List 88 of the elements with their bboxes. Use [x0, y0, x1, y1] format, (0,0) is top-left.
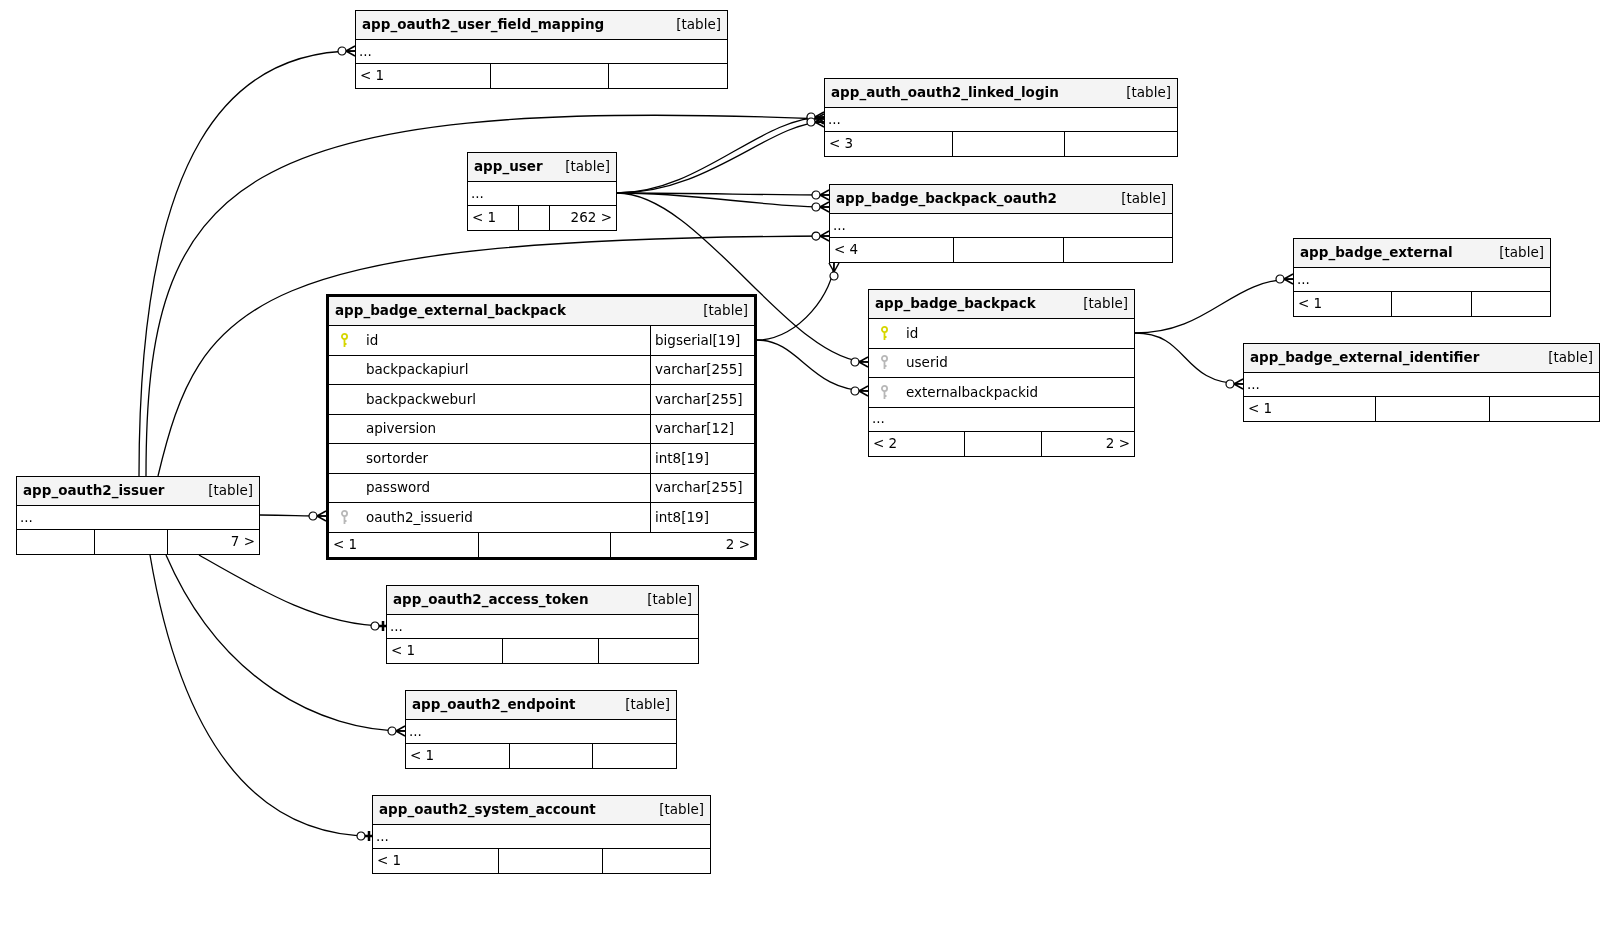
table-name: app_badge_backpack_oauth2: [836, 192, 1057, 206]
table-tag: [table]: [703, 304, 748, 318]
column-name: backpackweburl: [365, 392, 476, 406]
table-box: [326, 294, 757, 560]
table-box: [372, 795, 711, 874]
column-name: password: [365, 481, 431, 495]
relationship-line: [149, 554, 374, 843]
table-tag: [table]: [1121, 192, 1166, 206]
relation-count: 7 >: [230, 535, 255, 549]
table-name: app_user: [474, 160, 543, 174]
column-name: apiversion: [365, 422, 437, 436]
relationship-line: [1134, 332, 1245, 390]
relation-count: < 1: [1248, 402, 1273, 416]
table-name: app_auth_oauth2_linked_login: [831, 86, 1059, 100]
table-box: [829, 184, 1173, 263]
table-name: app_oauth2_issuer: [23, 484, 165, 498]
column-name: id: [905, 326, 919, 340]
table-name: app_oauth2_access_token: [393, 593, 589, 607]
table-tag: [table]: [625, 698, 670, 712]
ellipsis-text: ...: [390, 619, 403, 634]
table-box: [355, 10, 728, 89]
relation-count: 2 >: [725, 537, 750, 552]
column-type: int8[19]: [655, 510, 709, 524]
relation-count: < 1: [377, 854, 402, 868]
column-type: varchar[255]: [655, 392, 743, 406]
table-tag: [table]: [1083, 297, 1128, 311]
relation-count: < 3: [829, 137, 854, 151]
table-tag: [table]: [565, 160, 610, 174]
table-name: app_badge_backpack: [875, 297, 1036, 311]
column-type: varchar[255]: [655, 363, 743, 377]
ellipsis-text: ...: [872, 412, 885, 426]
relationship-line: [145, 113, 825, 477]
column-name: backpackapiurl: [365, 363, 469, 377]
relationship-line: [165, 554, 406, 737]
ellipsis-text: ...: [359, 44, 372, 59]
relation-count: 2 >: [1105, 436, 1130, 451]
ellipsis-text: ...: [1297, 272, 1310, 287]
table-box: [824, 78, 1178, 157]
table-box: [868, 289, 1135, 457]
relation-count: < 1: [333, 537, 358, 552]
table-tag: [table]: [208, 484, 253, 498]
relationship-line: [157, 230, 830, 477]
relationship-line: [259, 510, 327, 522]
relation-count: < 4: [834, 243, 859, 257]
relation-count: < 1: [410, 749, 435, 763]
table-box: [405, 690, 677, 769]
relationship-line: [756, 339, 870, 397]
column-type: varchar[12]: [655, 422, 735, 436]
table-tag: [table]: [659, 803, 704, 817]
column-type: varchar[255]: [655, 481, 743, 495]
table-tag: [table]: [676, 18, 721, 32]
table-name: app_badge_external_identifier: [1250, 351, 1480, 365]
relationship-line: [138, 45, 357, 477]
column-name: sortorder: [365, 451, 429, 465]
table-tag: [table]: [647, 593, 692, 607]
table-tag: [table]: [1548, 351, 1593, 365]
relation-count: < 1: [472, 211, 497, 225]
table-box: [1293, 238, 1551, 317]
relationship-line: [198, 554, 388, 633]
column-name: oauth2_issuerid: [365, 510, 473, 524]
column-name: externalbackpackid: [905, 385, 1039, 399]
table-box: [467, 152, 617, 231]
table-tag: [table]: [1499, 246, 1544, 260]
ellipsis-text: ...: [828, 112, 841, 127]
ellipsis-text: ...: [20, 510, 33, 525]
table-name: app_oauth2_user_field_mapping: [362, 18, 605, 32]
relation-count: < 1: [391, 644, 416, 658]
ellipsis-text: ...: [376, 829, 389, 844]
column-type: int8[19]: [655, 451, 709, 465]
column-name: id: [365, 333, 379, 347]
table-name: app_oauth2_endpoint: [412, 698, 576, 712]
ellipsis-text: ...: [833, 218, 846, 233]
ellipsis-text: ...: [471, 186, 484, 201]
table-box: [1243, 343, 1600, 422]
table-box: [386, 585, 699, 664]
table-tag: [table]: [1126, 86, 1171, 100]
table-name: app_badge_external_backpack: [335, 304, 566, 318]
table-name: app_oauth2_system_account: [379, 803, 596, 817]
relation-count: 262 >: [570, 211, 612, 225]
table-name: app_badge_external: [1300, 246, 1453, 260]
relation-count: < 1: [360, 69, 385, 83]
table-box: [16, 476, 260, 555]
column-name: userid: [905, 356, 948, 370]
ellipsis-text: ...: [1247, 377, 1260, 392]
relation-count: < 2: [873, 436, 898, 451]
column-type: bigserial[19]: [655, 333, 741, 347]
ellipsis-text: ...: [409, 724, 422, 739]
relation-count: < 1: [1298, 297, 1323, 311]
